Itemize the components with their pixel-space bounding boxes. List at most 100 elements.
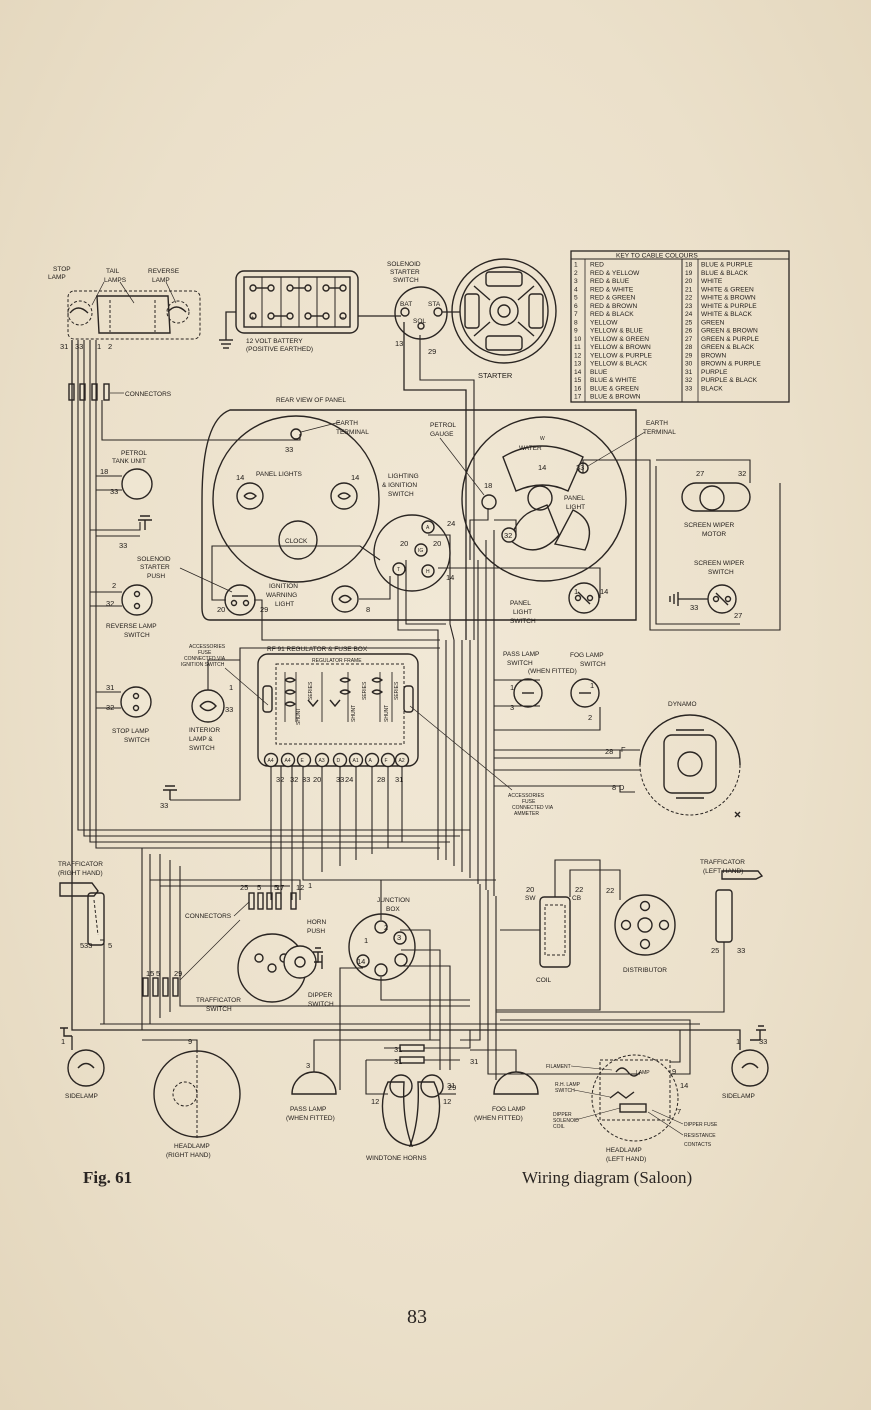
- wire-number: 20: [433, 539, 441, 548]
- solenoid-label-2: STARTER: [390, 269, 420, 276]
- panel-light-switch: PANEL LIGHT SWITCH: [510, 582, 600, 625]
- cable-key-number: 7: [574, 311, 578, 318]
- wire-number: 33: [576, 463, 584, 472]
- figure-caption: Wiring diagram (Saloon): [522, 1168, 693, 1187]
- pass-switch-label-2: SWITCH: [507, 660, 533, 667]
- windtone-horns-label: WINDTONE HORNS: [366, 1155, 427, 1162]
- wire-number: 32: [106, 599, 114, 608]
- lighting-switch-label-1: LIGHTING: [388, 473, 419, 480]
- reverse-switch-label-2: SWITCH: [124, 632, 150, 639]
- cable-key-number: 18: [685, 262, 693, 269]
- cable-key-colour: GREEN & PURPLE: [701, 336, 759, 343]
- regulator-terminal-label: A3: [319, 758, 325, 764]
- figure-label: Fig. 61: [83, 1168, 133, 1187]
- regulator-terminal: [296, 752, 312, 768]
- dynamo: DYNAMO: [639, 701, 741, 818]
- cable-key-colour: WHITE: [701, 278, 723, 285]
- wire-number: 31: [394, 1045, 402, 1054]
- wire-number: 8: [612, 783, 616, 792]
- wire-number: 33: [225, 705, 233, 714]
- cable-key-colour: YELLOW & BLACK: [590, 361, 648, 368]
- wire-number: 28: [377, 775, 385, 784]
- junction-box-label-1: JUNCTION: [377, 897, 410, 904]
- cable-key-number: 4: [574, 286, 578, 293]
- wire-number: 14: [351, 473, 359, 482]
- regulator-terminal: [364, 752, 380, 768]
- cable-key-number: 21: [685, 286, 693, 293]
- lighting-ignition-switch: A IG T H LIGHTING & IGNITION SWITCH: [373, 473, 451, 592]
- regulator-terminal-label: A1: [353, 758, 359, 764]
- wire-number: 32: [276, 775, 284, 784]
- wire-number: 20: [217, 605, 225, 614]
- cable-key-colour: YELLOW & GREEN: [590, 336, 649, 343]
- acc-fuse-ign-4: IGNITION SWITCH: [181, 662, 225, 668]
- wire-number: 1: [97, 342, 101, 351]
- wire-number: 22: [575, 885, 583, 894]
- wire-number: 32: [290, 775, 298, 784]
- fog-switch-label-2: SWITCH: [580, 661, 606, 668]
- wire-number: 25: [711, 946, 719, 955]
- solenoid-label-1: SOLENOID: [387, 261, 421, 268]
- fog-switch-label-1: FOG LAMP: [570, 652, 604, 659]
- wire-number: 33: [690, 603, 698, 612]
- ignition-coil: COIL SW CB: [525, 895, 581, 984]
- cable-key-number: 26: [685, 328, 693, 335]
- windtone-horns: WINDTONE HORNS: [366, 1044, 444, 1162]
- cable-key-colour: RED & WHITE: [590, 286, 634, 293]
- series-label-1: SERIES: [308, 681, 314, 700]
- cable-key-number: 9: [574, 328, 578, 335]
- petrol-tank-label-1: PETROL: [121, 450, 147, 457]
- cable-key-number: 16: [574, 385, 582, 392]
- cable-key-number: 8: [574, 319, 578, 326]
- wire-number: 31: [394, 1057, 402, 1066]
- distributor-label: DISTRIBUTOR: [623, 967, 667, 974]
- trafficator-left-label-1: TRAFFICATOR: [700, 859, 745, 866]
- cable-key-colour: RED: [590, 262, 604, 269]
- wire-number: 12: [296, 883, 304, 892]
- distributor: DISTRIBUTOR: [614, 894, 676, 974]
- wire-number: 29: [174, 969, 182, 978]
- petrol-tank-unit: PETROL TANK UNIT: [112, 450, 153, 500]
- cable-key-colour: PURPLE: [701, 369, 728, 376]
- lamp-label: LAMP: [636, 1070, 650, 1076]
- tail-lamps-label-1: TAIL: [106, 268, 120, 275]
- cable-key-colour: RED & BLACK: [590, 311, 634, 318]
- wire-number: 22: [606, 886, 614, 895]
- regulator-terminal-label: D: [337, 758, 341, 764]
- reverse-lamp-switch: REVERSE LAMP SWITCH: [106, 584, 157, 639]
- cable-key-colour: BLUE & BLACK: [701, 270, 749, 277]
- headlamp-left: HEADLAMP (LEFT HAND) FILAMENT LAMP R.H. …: [546, 1054, 718, 1163]
- sw-label: SW: [525, 895, 536, 902]
- wire-number: 33: [336, 775, 344, 784]
- cable-key-number: 11: [574, 344, 581, 351]
- wiper-motor-label-1: SCREEN WIPER: [684, 522, 735, 529]
- wire-number: 27: [734, 611, 742, 620]
- bat-label: BAT: [400, 301, 412, 308]
- regulator-fuse-box: RF 91 REGULATOR & FUSE BOX REGULATOR FRA…: [257, 646, 419, 768]
- acc-fuse-amm-2: FUSE: [522, 799, 536, 805]
- shunt-label-1: SHUNT: [296, 708, 302, 725]
- pass-switch-label-3: (WHEN FITTED): [528, 668, 577, 675]
- acc-fuse-amm-3: CONNECTED VIA: [512, 805, 554, 811]
- trafficator-right-label-2: (RIGHT HAND): [58, 870, 103, 877]
- cable-key-number: 14: [574, 369, 582, 376]
- cable-key-number: 19: [685, 270, 693, 277]
- wire-number: 29: [448, 1083, 456, 1092]
- cable-key-number: 30: [685, 361, 693, 368]
- wire-number: 32: [504, 531, 512, 540]
- earth-terminal-left-2: TERMINAL: [336, 429, 369, 436]
- wire-number: 33: [84, 941, 92, 950]
- wire-number: 33: [759, 1037, 767, 1046]
- wire-number: 14: [357, 957, 365, 966]
- cable-key-number: 33: [685, 385, 693, 392]
- wire-number: 29: [428, 347, 436, 356]
- headlamp-right-label-1: HEADLAMP: [174, 1143, 210, 1150]
- reverse-lamp-label-2: LAMP: [152, 277, 170, 284]
- cable-key-colour: BLUE & WHITE: [590, 377, 637, 384]
- cable-key-colour: BLUE & PURPLE: [701, 262, 753, 269]
- fog-lamp-switch: FOG LAMP SWITCH: [570, 652, 606, 708]
- stop-lamp-label-1: STOP: [53, 266, 71, 273]
- cable-key-colour: YELLOW & BROWN: [590, 344, 651, 351]
- rear-lamp-cluster: STOP LAMP TAIL LAMPS REVERSE LAMP: [48, 266, 201, 340]
